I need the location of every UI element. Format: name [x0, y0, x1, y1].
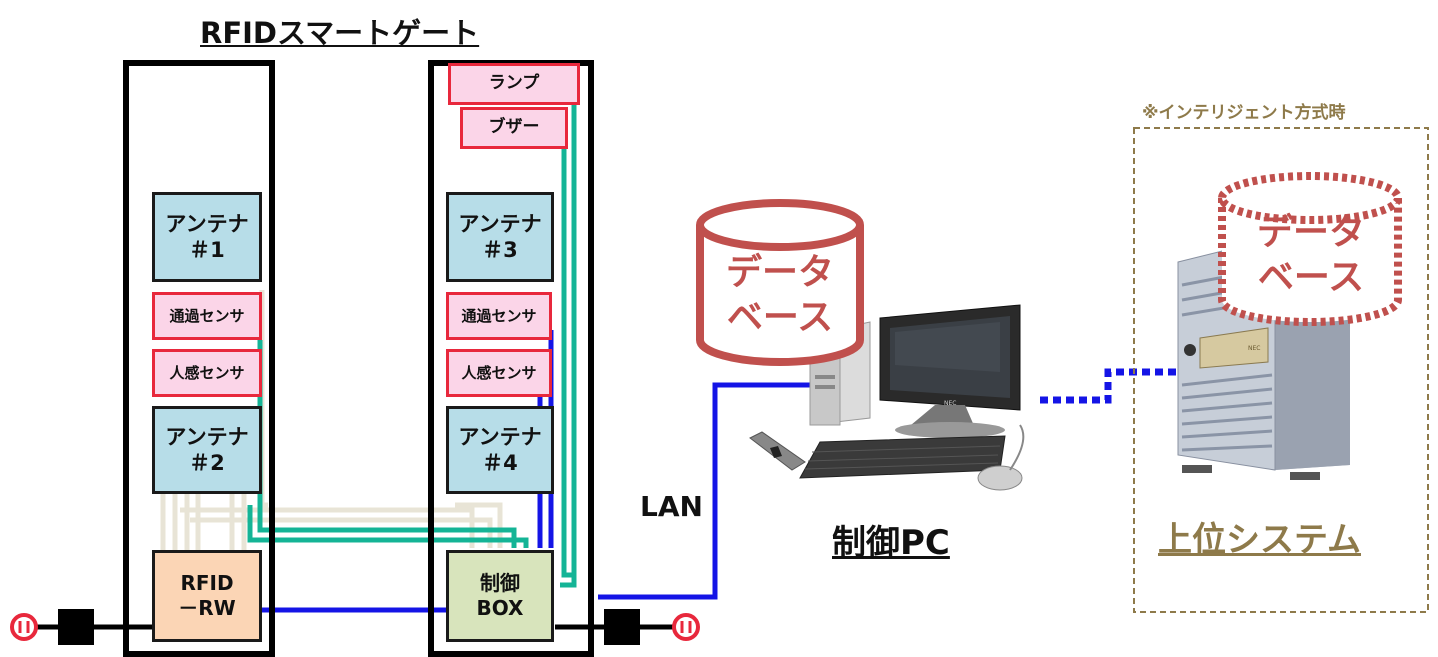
pc-brand-logo: NEC: [944, 400, 957, 407]
pc-database-cylinder: [696, 199, 864, 366]
lamp-box: ランプ: [448, 63, 580, 105]
buzzer-box: ブザー: [460, 107, 568, 149]
upper-database-label: データ ベース: [1256, 212, 1365, 298]
control-pc-label: 制御PC: [832, 523, 950, 563]
upper-database-cylinder: [1218, 172, 1402, 326]
gate-title: RFIDスマートゲート: [200, 16, 480, 50]
antenna-2: アンテナ ＃2: [152, 406, 262, 494]
upper-system-label: 上位システム: [1158, 520, 1361, 560]
antenna-1: アンテナ ＃1: [152, 192, 262, 282]
human-sensor-right: 人感センサ: [446, 349, 552, 397]
human-sensor-left: 人感センサ: [152, 349, 262, 397]
power-cord-right: [555, 609, 700, 645]
pass-sensor-right: 通過センサ: [446, 292, 552, 340]
dotted-link: [1040, 368, 1180, 404]
antenna-3: アンテナ ＃3: [446, 192, 554, 282]
pass-sensor-left: 通過センサ: [152, 292, 262, 340]
server-brand-logo: NEC: [1248, 345, 1261, 352]
rfid-rw-box: RFID －RW: [152, 550, 262, 642]
lan-label: LAN: [640, 490, 703, 523]
power-cord-left: [10, 609, 160, 645]
control-box: 制御 BOX: [446, 550, 554, 642]
antenna-4: アンテナ ＃4: [446, 406, 554, 494]
intelligent-mode-note: ※インテリジェント方式時: [1142, 103, 1346, 123]
upper-system-frame: [1133, 127, 1429, 613]
pc-database-label: データ ベース: [725, 252, 834, 338]
gate-left-frame: [123, 60, 275, 657]
